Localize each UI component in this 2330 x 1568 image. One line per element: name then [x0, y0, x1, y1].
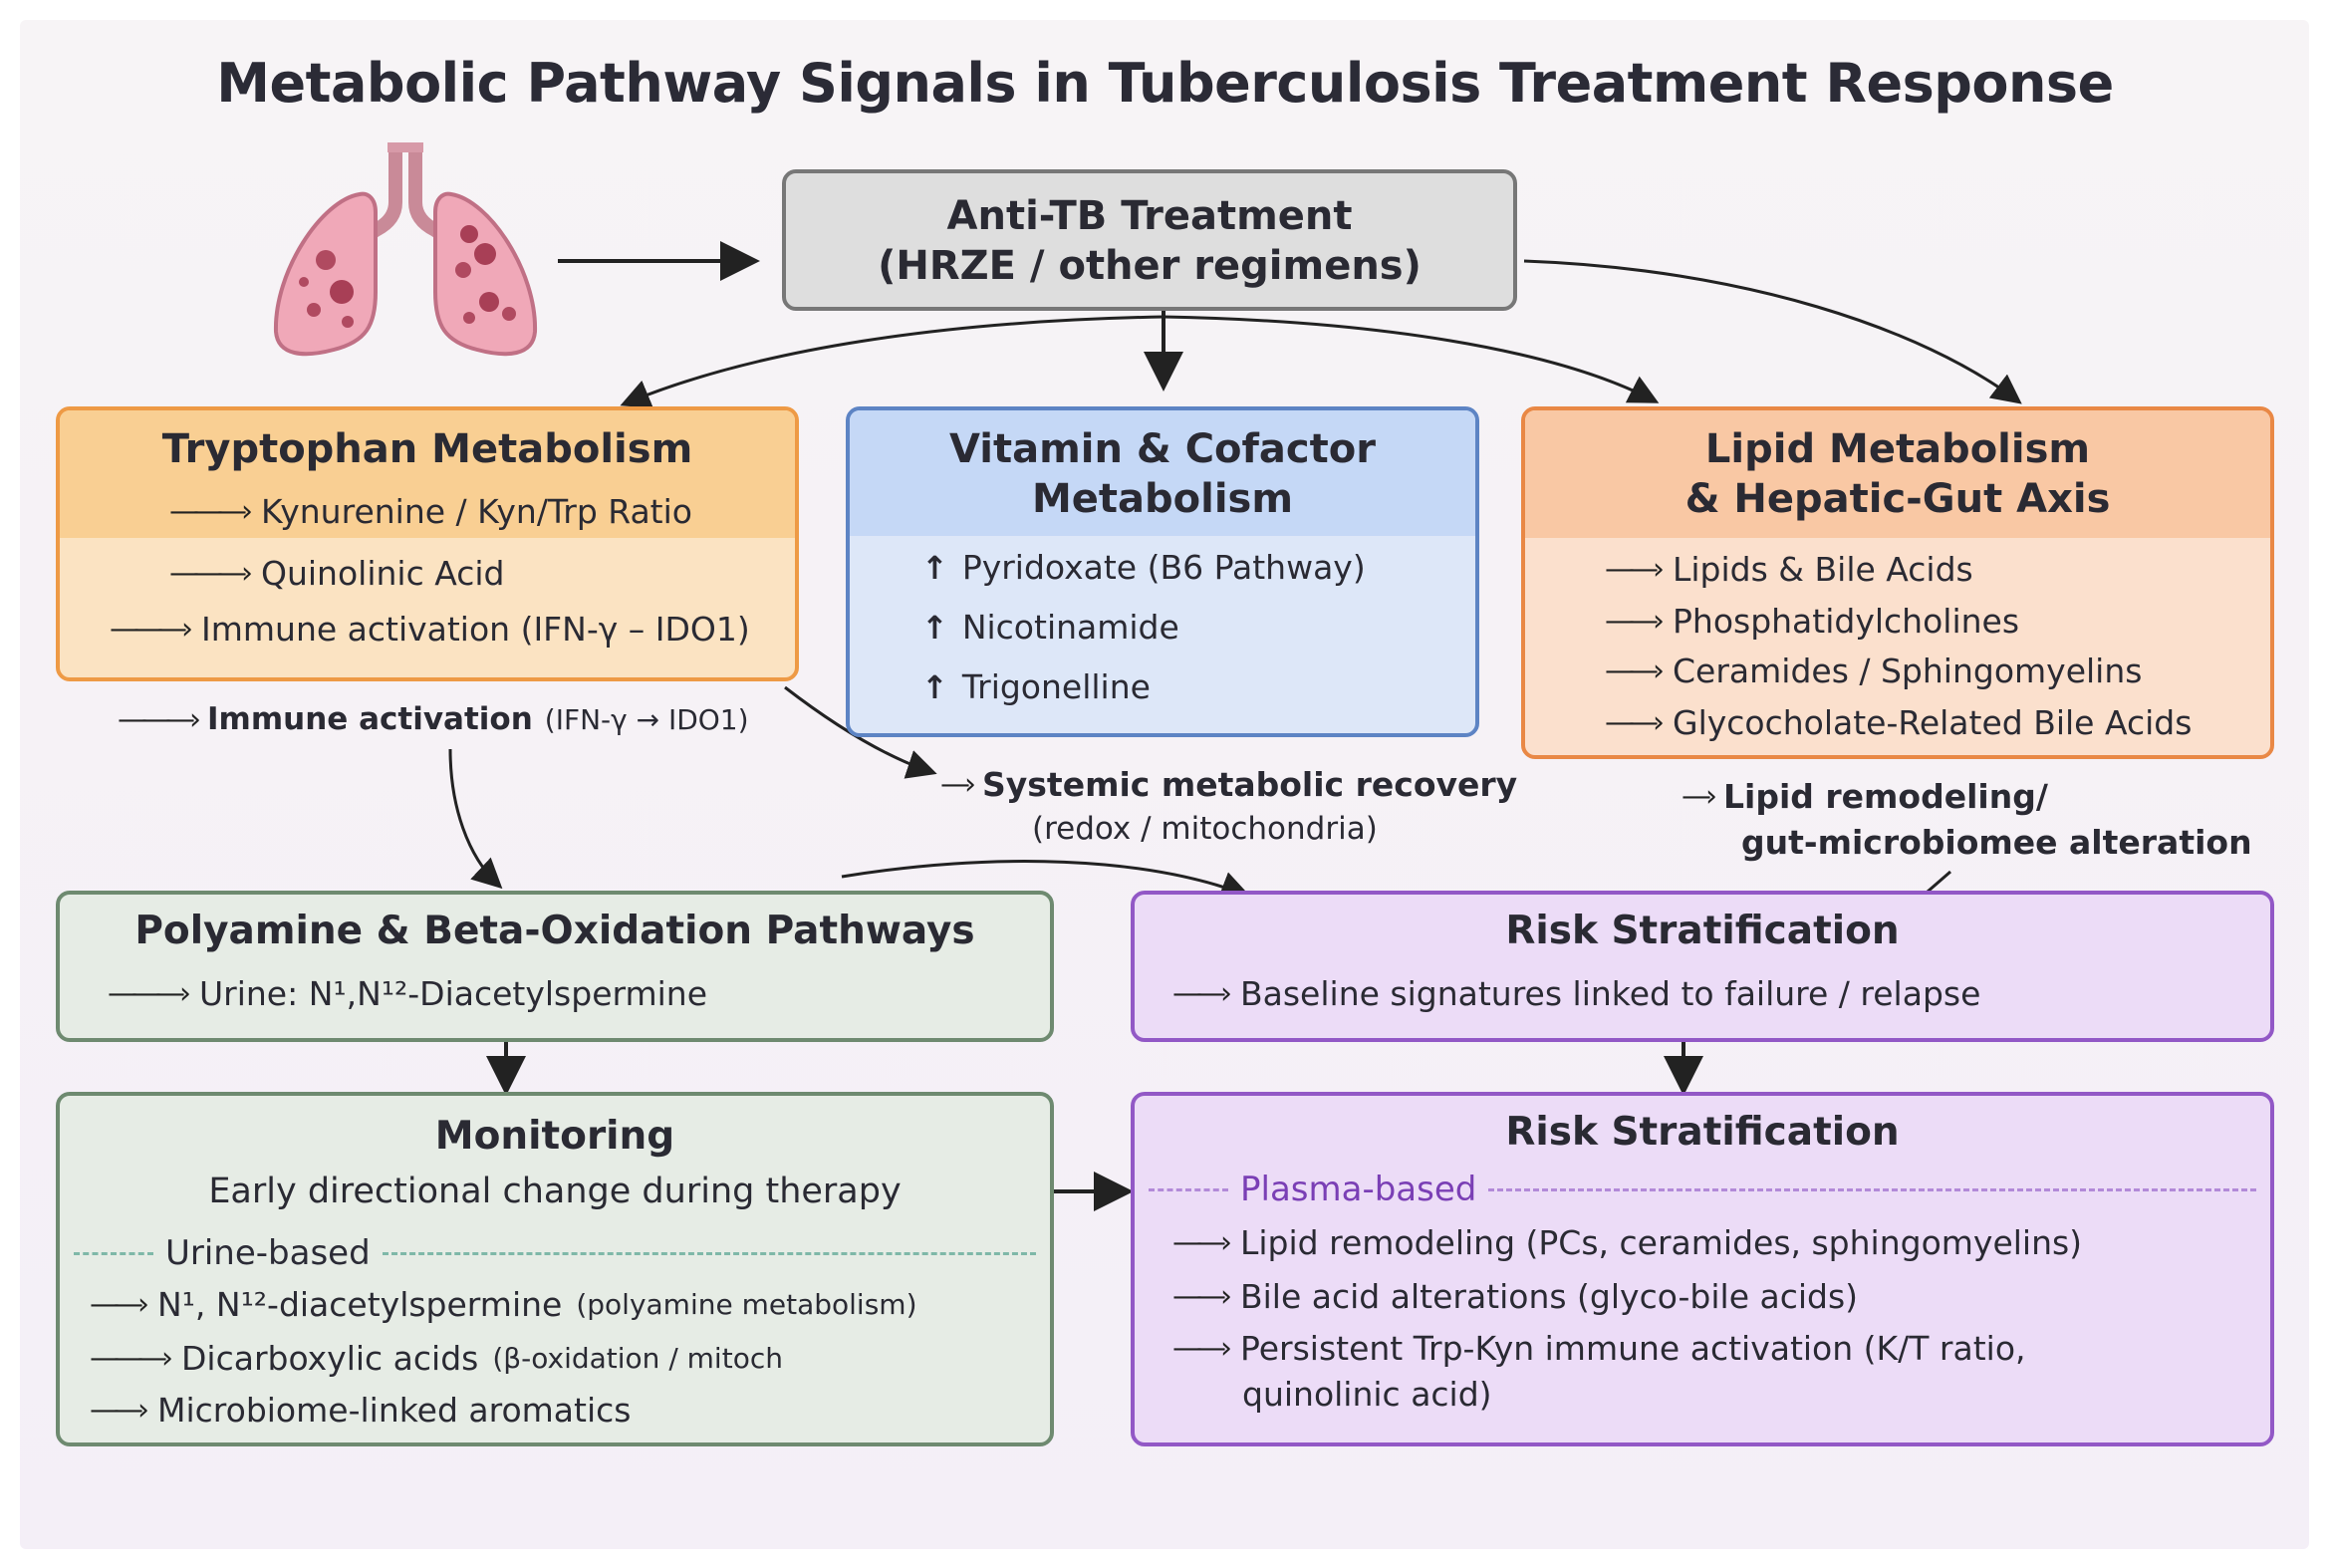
- immune-activation-note: ———› Immune activation (IFN-γ → IDO1): [118, 701, 749, 737]
- tryptophan-item: ———›Quinolinic Acid: [169, 554, 505, 593]
- vitamin-title-line2: Metabolism: [1031, 476, 1294, 522]
- vitamin-header: Vitamin & Cofactor Metabolism: [850, 410, 1475, 536]
- lipid-title-line2: & Hepatic-Gut Axis: [1684, 476, 2111, 522]
- tryptophan-header: Tryptophan Metabolism: [60, 410, 795, 538]
- vitamin-item: ↑Trigonelline: [921, 667, 1151, 706]
- arrow-icon: ——›: [1605, 705, 1665, 740]
- tryptophan-item: ———›Kynurenine / Kyn/Trp Ratio: [169, 492, 692, 531]
- monitoring-box: Monitoring Early directional change duri…: [56, 1092, 1054, 1446]
- treatment-subtitle: (HRZE / other regimens): [878, 243, 1422, 289]
- arrow-icon: ——›: [1605, 552, 1665, 587]
- arrow-icon: ———›: [169, 556, 253, 591]
- polyamine-title: Polyamine & Beta-Oxidation Pathways: [134, 909, 975, 953]
- arrow-icon: —›: [1682, 779, 1717, 814]
- lipid-box: Lipid Metabolism & Hepatic-Gut Axis ——›L…: [1521, 406, 2274, 759]
- arrow-icon: —›: [940, 767, 976, 802]
- lipid-item: ——›Lipids & Bile Acids: [1605, 550, 1973, 589]
- lipid-header: Lipid Metabolism & Hepatic-Gut Axis: [1525, 410, 2270, 538]
- lipid-title-line1: Lipid Metabolism: [1704, 426, 2091, 472]
- diagram-title: Metabolic Pathway Signals in Tuberculosi…: [216, 52, 2114, 115]
- vitamin-item: ↑Nicotinamide: [921, 608, 1179, 647]
- monitoring-item: ——›Microbiome-linked aromatics: [90, 1391, 632, 1430]
- tryptophan-box: Tryptophan Metabolism ———›Kynurenine / K…: [56, 406, 799, 681]
- risk-stratification-box-2: Risk Stratification Plasma-based ——›Lipi…: [1131, 1092, 2274, 1446]
- up-arrow-icon: ↑: [921, 667, 948, 706]
- risk-stratification-box-1: Risk Stratification ——›Baseline signatur…: [1131, 891, 2274, 1042]
- arrow-icon: ———›: [169, 494, 253, 529]
- lungs-icon: [273, 142, 538, 357]
- vitamin-box: Vitamin & Cofactor Metabolism ↑Pyridoxat…: [846, 406, 1479, 737]
- polyamine-box: Polyamine & Beta-Oxidation Pathways ———›…: [56, 891, 1054, 1042]
- arrow-icon: ——›: [1172, 1331, 1232, 1366]
- urine-section-divider: Urine-based: [74, 1233, 1036, 1273]
- lipid-item: ——›Glycocholate-Related Bile Acids: [1605, 703, 2193, 742]
- arrow-icon: ———›: [118, 701, 201, 737]
- plasma-section-divider: Plasma-based: [1149, 1170, 2256, 1209]
- arrow-icon: ——›: [1172, 1279, 1232, 1314]
- risk-item: ——›Bile acid alterations (glyco-bile aci…: [1172, 1277, 1859, 1316]
- risk-item-continuation: quinolinic acid): [1242, 1375, 1492, 1414]
- treatment-title: Anti-TB Treatment: [946, 193, 1353, 239]
- vitamin-item: ↑Pyridoxate (B6 Pathway): [921, 548, 1366, 587]
- risk-item: ——›Lipid remodeling (PCs, ceramides, sph…: [1172, 1223, 2083, 1262]
- tryptophan-title: Tryptophan Metabolism: [161, 426, 693, 472]
- treatment-box: Anti-TB Treatment (HRZE / other regimens…: [782, 169, 1517, 311]
- urine-section-label: Urine-based: [165, 1233, 371, 1273]
- lipid-remodeling-subnote: gut-microbiomee alteration: [1741, 823, 2252, 862]
- arrow-icon: ——›: [1605, 653, 1665, 688]
- up-arrow-icon: ↑: [921, 548, 948, 587]
- arrow-icon: ———›: [108, 976, 191, 1011]
- monitoring-subtitle: Early directional change during therapy: [208, 1172, 902, 1211]
- arrow-icon: ———›: [110, 612, 193, 647]
- lipid-item: ——›Ceramides / Sphingomyelins: [1605, 652, 2143, 690]
- arrow-icon: ——›: [1605, 604, 1665, 639]
- lipid-item: ——›Phosphatidylcholines: [1605, 602, 2020, 641]
- risk-item: ——›Baseline signatures linked to failure…: [1172, 974, 1981, 1013]
- systemic-recovery-subnote: (redox / mitochondria): [1032, 811, 1378, 847]
- risk-item: ——›Persistent Trp-Kyn immune activation …: [1172, 1329, 2026, 1368]
- risk-title-2: Risk Stratification: [1505, 1110, 1900, 1155]
- lipid-remodeling-note: —› Lipid remodeling/: [1682, 777, 2048, 816]
- tryptophan-item: ———›Immune activation (IFN-γ – IDO1): [110, 610, 750, 649]
- arrow-icon: ——›: [90, 1393, 149, 1428]
- monitoring-item: ——›N¹, N¹²-diacetylspermine(polyamine me…: [90, 1285, 917, 1324]
- arrow-icon: ——›: [90, 1287, 149, 1322]
- systemic-recovery-note: —› Systemic metabolic recovery: [940, 765, 1518, 804]
- monitoring-title: Monitoring: [434, 1114, 675, 1159]
- polyamine-item: ———›Urine: N¹,N¹²-Diacetylspermine: [108, 974, 708, 1013]
- vitamin-title-line1: Vitamin & Cofactor: [949, 426, 1376, 472]
- arrow-icon: ——›: [1172, 976, 1232, 1011]
- plasma-section-label: Plasma-based: [1240, 1170, 1477, 1209]
- risk-title-1: Risk Stratification: [1505, 909, 1900, 953]
- up-arrow-icon: ↑: [921, 608, 948, 647]
- monitoring-item: ———›Dicarboxylic acids(β-oxidation / mit…: [90, 1339, 783, 1378]
- arrow-icon: ———›: [90, 1341, 173, 1376]
- arrow-icon: ——›: [1172, 1225, 1232, 1260]
